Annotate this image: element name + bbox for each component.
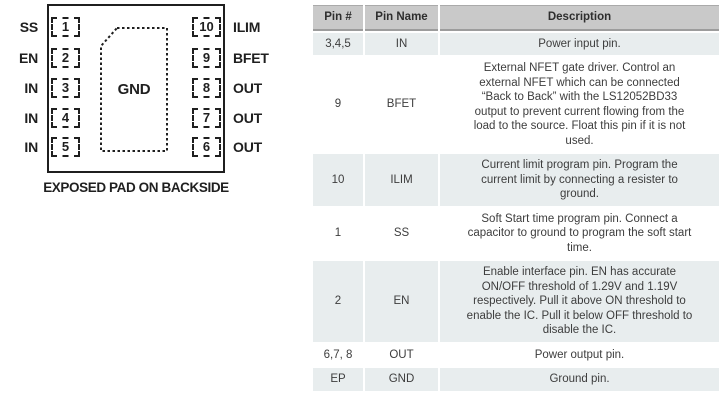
description-cell: Power output pin. bbox=[440, 343, 719, 366]
pin-name-cell: OUT bbox=[365, 343, 438, 366]
exposed-pad-outline bbox=[100, 27, 168, 152]
exposed-pad-gnd-label: GND bbox=[117, 81, 151, 98]
pin-box-3: 3 bbox=[51, 78, 80, 98]
pin-box-7: 7 bbox=[192, 108, 221, 128]
pin-label-right-9: BFET bbox=[233, 50, 269, 66]
pin-number-cell: 3,4,5 bbox=[313, 32, 363, 55]
pin-label-right-7: OUT bbox=[233, 110, 262, 126]
pin-label-left-3: IN bbox=[24, 80, 38, 96]
exposed-pad-polygon bbox=[100, 27, 168, 152]
pin-name-cell: GND bbox=[365, 368, 438, 391]
pin-name-cell: BFET bbox=[365, 57, 438, 152]
table-header-row: Pin # Pin Name Description bbox=[313, 5, 719, 31]
pin-name-cell: ILIM bbox=[365, 154, 438, 206]
pin-label-right-8: OUT bbox=[233, 80, 262, 96]
description-cell: External NFET gate driver. Control an ex… bbox=[440, 57, 719, 152]
pin-box-8: 8 bbox=[192, 78, 221, 98]
pin-number-cell: 6,7, 8 bbox=[313, 343, 363, 366]
pin-number-cell: 9 bbox=[313, 57, 363, 152]
pin-name-cell: EN bbox=[365, 261, 438, 342]
pin-label-left-2: EN bbox=[18, 50, 38, 66]
pin-label-left-4: IN bbox=[24, 110, 38, 126]
pin-box-5: 5 bbox=[51, 137, 80, 157]
pin-number-cell: 2 bbox=[313, 261, 363, 342]
pin-name-cell: IN bbox=[365, 32, 438, 55]
pin-box-9: 9 bbox=[192, 48, 221, 68]
pinout-diagram: SS EN IN IN IN GND 1 2 3 4 5 10 9 8 7 6 ILIM BFET OUT OU… bbox=[0, 0, 310, 210]
pin-box-6: 6 bbox=[192, 137, 221, 157]
description-cell: Current limit program pin. Program the c… bbox=[440, 154, 719, 206]
pin-label-left-5: IN bbox=[24, 139, 38, 155]
pin-number-cell: EP bbox=[313, 368, 363, 391]
pin-label-right-6: OUT bbox=[233, 139, 262, 155]
exposed-pad-caption: EXPOSED PAD ON BACKSIDE bbox=[43, 180, 229, 195]
pin-number-cell: 1 bbox=[313, 207, 363, 259]
pin-name-cell: SS bbox=[365, 207, 438, 259]
description-cell: Power input pin. bbox=[440, 32, 719, 55]
pin-box-4: 4 bbox=[51, 108, 80, 128]
column-header-description: Description bbox=[440, 5, 719, 31]
description-cell: Ground pin. bbox=[440, 368, 719, 391]
pin-label-left-1: SS bbox=[19, 19, 38, 35]
pin-number-cell: 10 bbox=[313, 154, 363, 206]
pin-label-right-10: ILIM bbox=[233, 19, 261, 35]
description-cell: Soft Start time program pin. Connect a c… bbox=[440, 207, 719, 259]
pin-box-10: 10 bbox=[192, 17, 221, 37]
pin-box-2: 2 bbox=[51, 48, 80, 68]
chip-package-outline: GND 1 2 3 4 5 10 9 8 7 6 bbox=[47, 4, 225, 173]
description-cell: Enable interface pin. EN has accurate ON… bbox=[440, 261, 719, 342]
column-header-pin-name: Pin Name bbox=[365, 5, 438, 31]
pin-box-1: 1 bbox=[51, 17, 80, 37]
column-header-pin-number: Pin # bbox=[313, 5, 363, 31]
